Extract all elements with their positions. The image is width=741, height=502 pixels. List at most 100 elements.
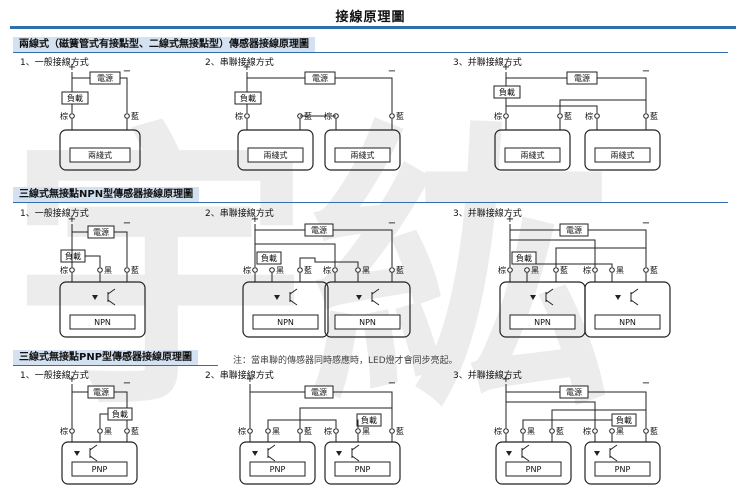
npn-sensor-3b-label: NPN [619,318,636,327]
terminal [69,113,75,119]
terminal-label: 棕 [494,111,502,121]
title-rule [10,26,736,29]
diode-icon [594,451,600,456]
wire [255,243,336,267]
caption-s2-3: 3、并聯接線方式 [453,209,522,219]
terminal-label: 棕 [238,426,246,436]
wire [588,229,647,267]
wire [333,391,393,428]
caption-s1-3: 3、并聯接線方式 [453,58,522,68]
diode-icon [336,451,342,456]
load-s2-2-box [256,251,282,265]
transistor-collector [545,288,554,295]
pnp-sensor-3b-label: PNP [615,465,631,474]
minus-sign: − [642,378,650,389]
diode-icon [506,451,512,456]
terminal [553,267,559,273]
load-s2-3-label: 負載 [516,253,532,263]
two-wire-sensor-3a-label: 兩綫式 [521,150,545,160]
terminal [252,267,258,273]
terminal-label: 藍 [556,426,564,436]
minus-sign: − [642,218,650,229]
terminal-label: 黑 [362,266,370,275]
section-header-pnp: 三線式無接點PNP型傳感器接線原理圖 [13,350,199,365]
terminal [389,113,395,119]
wire [510,239,596,267]
diode-icon [274,295,280,300]
wire [527,263,613,267]
npn-sensor-2b-housing [324,281,411,338]
two-wire-sensor-2b-label: 兩綫式 [351,150,375,160]
two-wire-sensor-3b-label: 兩綫式 [611,150,635,160]
wire [555,247,646,267]
terminal-label: 藍 [650,111,658,121]
terminal-label: 棕 [494,426,502,436]
npn-sensor-2a-body [252,314,319,330]
minus-sign: − [642,66,650,77]
terminal [124,267,130,273]
transistor-collector [371,288,380,295]
wire [114,231,128,267]
terminal [524,267,530,273]
terminal [333,428,339,434]
transistor-emitter [521,455,530,462]
two-wire-sensor-3a-body [504,147,561,163]
load-s1-1-label: 負載 [67,93,83,103]
wire [509,224,560,231]
load-s1-2-box [234,91,262,105]
wire [267,419,337,428]
terminal-label: 棕 [583,426,591,436]
terminal-label: 棕 [60,111,68,121]
load-s2-1-label: 負載 [65,251,81,261]
wire [254,224,305,231]
load-s3-3-label: 負載 [616,415,632,425]
plus-sign: + [246,374,254,385]
two-wire-sensor-1-label: 兩綫式 [88,150,112,160]
terminal-label: 黑 [104,266,112,275]
terminal-label: 藍 [650,426,658,436]
two-wire-sensor-1-housing [59,129,141,171]
pnp-sensor-3b-housing [584,441,661,485]
power-s1-2-label: 電源 [312,74,328,83]
terminal [355,267,361,273]
terminal [503,113,509,119]
terminal-label: 藍 [560,265,568,275]
terminal [643,113,649,119]
load-s2-3-box [511,251,537,265]
two-wire-sensor-2a-body [247,147,304,163]
plus-sign: + [68,214,76,225]
diode-icon [92,295,98,300]
transistor-emitter [630,299,639,306]
transistor-emitter [351,455,360,462]
two-wire-sensor-3b-body [594,147,651,163]
power-s2-3-label: 電源 [566,226,582,235]
wire [597,77,647,113]
terminal [69,428,75,434]
section-header-npn: 三線式無接點NPN型傳感器接線原理圖 [13,187,200,202]
wire [506,105,598,113]
transistor-collector [267,444,276,451]
pnp-sensor-2a-housing [239,441,316,485]
wire [551,409,646,428]
terminal-label: 黑 [531,266,539,275]
pnp-sensor-2b-label: PNP [355,465,371,474]
terminal [69,267,75,273]
terminal-label: 藍 [131,111,139,121]
transistor-collector [289,288,298,295]
section-header-two-wire: 兩線式（磁簧管式有接點型、二線式無接點型）傳感器接線原理圖 [13,37,315,52]
terminal-label: 棕 [585,111,593,121]
terminal-label: 黑 [616,266,624,275]
minus-sign: − [123,218,131,229]
terminal [124,428,130,434]
wire [506,401,596,428]
terminal-label: 棕 [324,426,332,436]
power-s3-2-label: 電源 [311,388,327,397]
wire [246,72,305,79]
two-wire-sensor-3b-housing [584,129,661,171]
terminal-label: 藍 [396,426,404,436]
two-wire-sensor-3a-housing [494,129,571,171]
wire [249,384,305,393]
wire [505,384,560,393]
transistor-emitter [289,299,298,306]
wire [99,413,108,428]
